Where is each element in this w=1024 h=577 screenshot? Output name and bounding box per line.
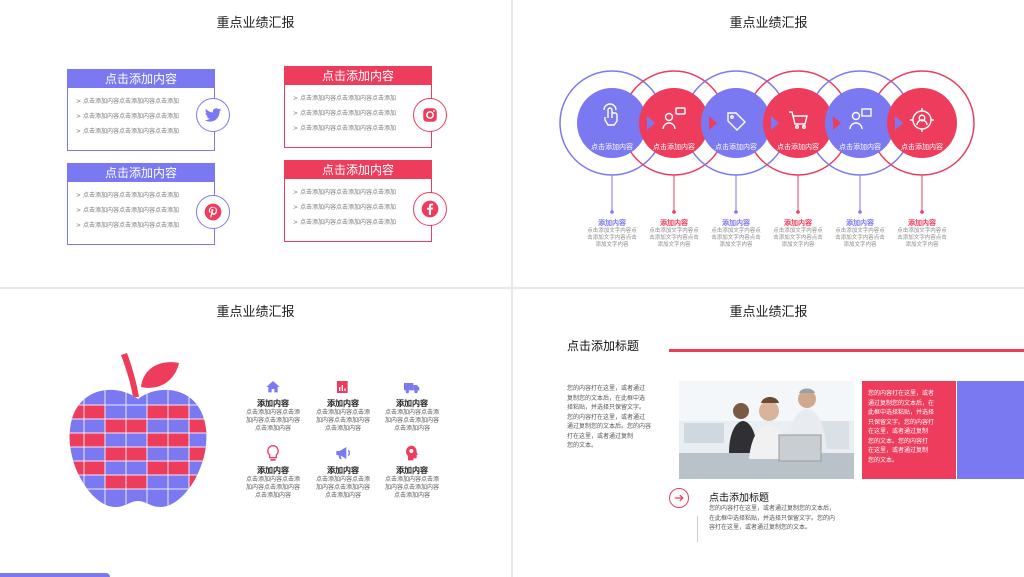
feature-item: 添加内容 点击添加内容点击添加内容点击添加内容点击添加内容 [315,466,370,499]
circle-label: 点击添加内容 [901,142,943,151]
content-card[interactable]: 点击添加内容 > 点击添加内容点击添加内容点击添加 > 点击添加内容点击添加内容… [67,163,215,245]
card-line: > 点击添加内容点击添加内容点击添加 [293,204,396,211]
card-line: > 点击添加内容点击添加内容点击添加 [293,125,396,132]
circle-label: 点击添加内容 [653,142,695,151]
progress-accent-bar [0,573,110,577]
content-card[interactable]: 点击添加内容 > 点击添加内容点击添加内容点击添加 > 点击添加内容点击添加内容… [284,66,432,148]
card-line: > 点击添加内容点击添加内容点击添加 [293,189,396,196]
red-text-box: 您的内容打在这里，或者通过复制您的文本后，在此框中选择粘贴，并选择 只保留文字。… [862,381,956,479]
bottom-text-block: 您的内容打在这里，或者通过复制您的文本后，在此框中选择粘贴，并选择只保留文字。您… [709,505,836,531]
divider [697,516,698,542]
office-team-photo [679,381,854,479]
blue-accent-block [957,381,1024,479]
card-header: 点击添加内容 [68,70,214,88]
step-caption: 添加内容 点击添加文字内容点击添加文字内容点击添加文字内容 [835,219,885,248]
document-chart-icon [337,381,348,393]
process-chain-diagram: 点击添加内容 点击添加内容 点击添加内容 点击添加内容 点击添加内容 点击添加内… [559,70,975,214]
card-line: > 点击添加内容点击添加内容点击添加 [293,219,396,226]
card-line: > 点击添加内容点击添加内容点击添加 [76,98,179,105]
home-icon [266,381,280,393]
twitter-icon [196,98,230,132]
circle-label: 点击添加内容 [839,142,881,151]
card-header: 点击添加内容 [68,164,214,182]
slide-3[interactable]: 重点业绩汇报 [0,289,511,577]
slide-2[interactable]: 重点业绩汇报 [513,0,1024,287]
step-caption: 添加内容 点击添加文字内容点击添加文字内容点击添加文字内容 [711,219,761,248]
card-line: > 点击添加内容点击添加内容点击添加 [76,128,179,135]
step-caption: 添加内容 点击添加文字内容点击添加文字内容点击添加文字内容 [649,219,699,248]
bottom-title: 点击添加标题 [709,493,769,504]
card-line: > 点击添加内容点击添加内容点击添加 [76,207,179,214]
facebook-icon [413,192,447,226]
content-card[interactable]: 点击添加内容 > 点击添加内容点击添加内容点击添加 > 点击添加内容点击添加内容… [284,160,432,242]
card-header: 点击添加内容 [285,161,431,179]
shopping-cart-icon [789,111,808,129]
feature-item: 添加内容 点击添加内容点击添加内容点击添加内容点击添加内容 [245,399,300,432]
touch-icon [603,103,618,126]
card-line: > 点击添加内容点击添加内容点击添加 [76,222,179,229]
instagram-icon [413,98,447,132]
lightbulb-icon [267,444,279,461]
slide-4[interactable]: 重点业绩汇报 点击添加标题 您的内容打在这里，或者通过复制您的文本后，在此框中选… [513,289,1024,577]
truck-icon [404,383,420,394]
content-card[interactable]: 点击添加内容 > 点击添加内容点击添加内容点击添加 > 点击添加内容点击添加内容… [67,69,215,151]
price-tag-icon [727,112,746,131]
slide-title: 重点业绩汇报 [216,305,295,320]
feature-item: 添加内容 点击添加内容点击添加内容点击添加内容点击添加内容 [245,466,300,499]
circle-label: 点击添加内容 [715,142,757,151]
feature-item: 添加内容 点击添加内容点击添加内容点击添加内容点击添加内容 [384,399,439,432]
step-caption: 添加内容 点击添加文字内容点击添加文字内容点击添加文字内容 [587,219,637,248]
section-heading: 点击添加标题 [567,339,640,353]
feature-item: 添加内容 点击添加内容点击添加内容点击添加内容点击添加内容 [384,466,439,499]
megaphone-icon [336,447,351,459]
apple-puzzle-graphic [69,353,207,507]
slide-title: 重点业绩汇报 [216,16,295,31]
arrow-right-icon[interactable] [669,488,689,508]
card-line: > 点击添加内容点击添加内容点击添加 [76,113,179,120]
card-line: > 点击添加内容点击添加内容点击添加 [293,95,396,102]
heading-rule [669,349,1024,352]
step-caption: 添加内容 点击添加文字内容点击添加文字内容点击添加文字内容 [773,219,823,248]
user-chat-icon [662,107,686,130]
target-user-icon [910,108,934,132]
left-text-block: 您的内容打在这里，或者通过复制您的文本后，在此框中选择粘贴，并选择只保留文字。 … [567,385,652,449]
card-header: 点击添加内容 [285,67,431,85]
brain-icon [406,445,418,461]
slide-1[interactable]: 重点业绩汇报 点击添加内容 > 点击添加内容点击添加内容点击添加 > 点击添加内… [0,0,511,287]
slide-title: 重点业绩汇报 [729,305,808,320]
slide-title: 重点业绩汇报 [729,16,808,31]
circle-label: 点击添加内容 [777,142,819,151]
card-line: > 点击添加内容点击添加内容点击添加 [76,192,179,199]
card-line: > 点击添加内容点击添加内容点击添加 [293,110,396,117]
feature-item: 添加内容 点击添加内容点击添加内容点击添加内容点击添加内容 [315,399,370,432]
pinterest-icon [196,195,230,229]
circle-label: 点击添加内容 [591,142,633,151]
user-presentation-icon [849,108,872,130]
step-caption: 添加内容 点击添加文字内容点击添加文字内容点击添加文字内容 [897,219,947,248]
